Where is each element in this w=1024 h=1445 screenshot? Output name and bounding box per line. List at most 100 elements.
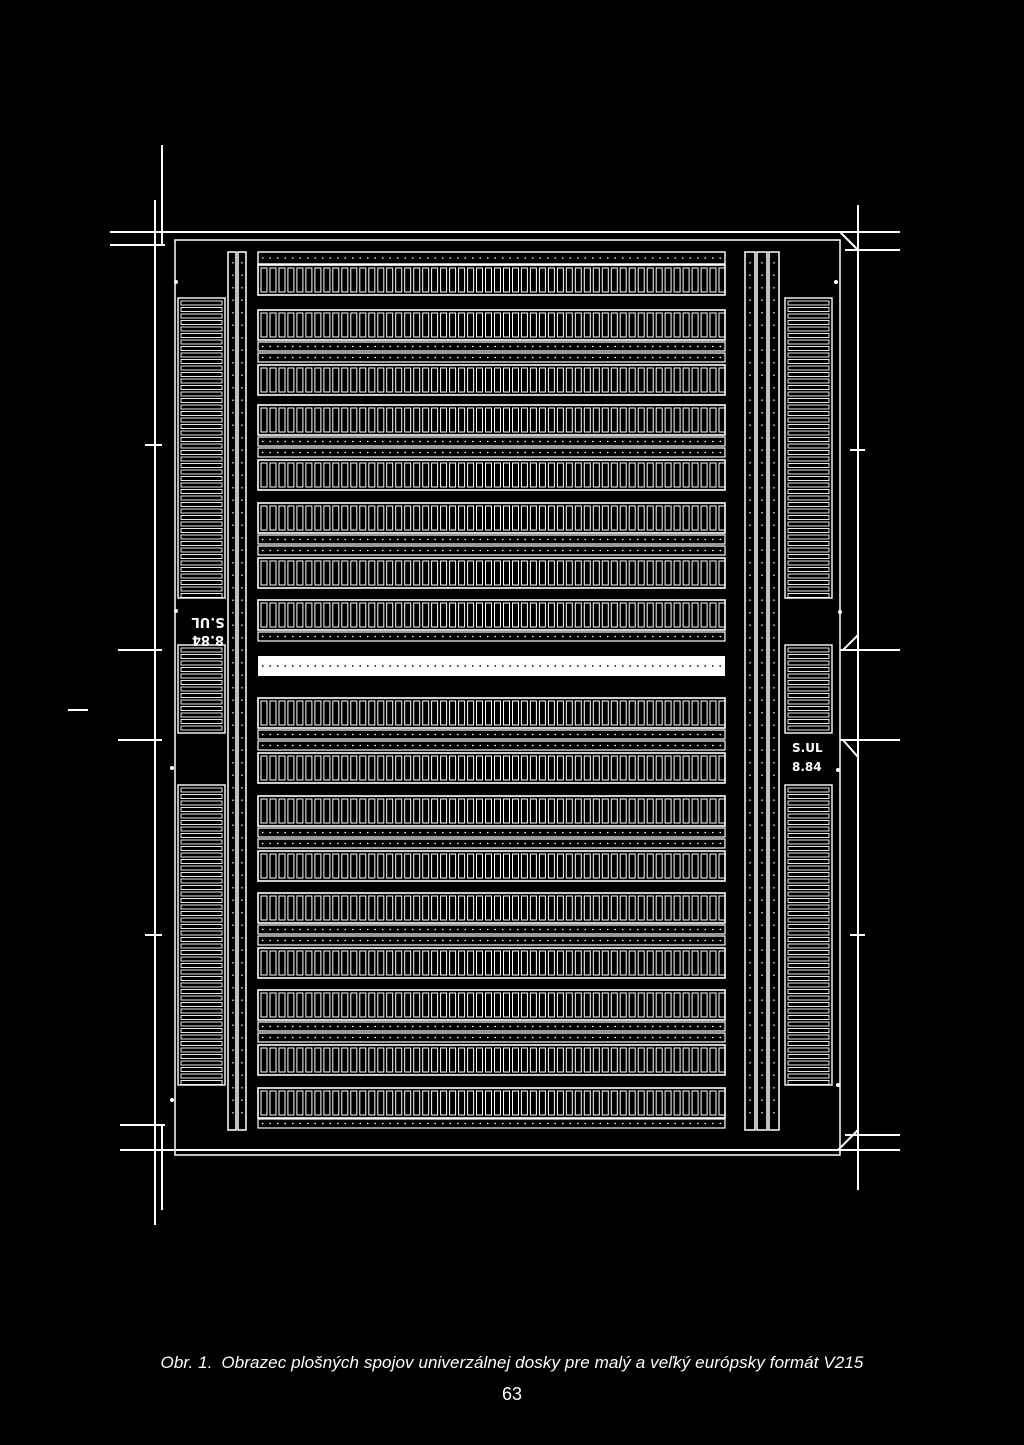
pad — [655, 267, 663, 293]
pad — [332, 505, 340, 531]
pad — [646, 505, 654, 531]
pad — [565, 700, 573, 726]
pad — [673, 755, 681, 781]
pad — [718, 267, 726, 293]
pad — [646, 798, 654, 824]
pad — [341, 755, 349, 781]
pad — [413, 1090, 421, 1116]
pad — [269, 407, 277, 433]
pad — [368, 895, 376, 921]
pad — [494, 798, 501, 824]
connector-pad — [787, 352, 830, 358]
connector-pad — [180, 660, 223, 666]
pad — [458, 267, 466, 293]
pad — [682, 992, 690, 1018]
pad — [341, 560, 349, 586]
pad — [449, 367, 457, 393]
pad — [646, 1047, 654, 1073]
pad — [592, 367, 600, 393]
pad — [512, 895, 519, 921]
pad — [512, 602, 519, 628]
pad — [305, 602, 313, 628]
pad — [422, 700, 430, 726]
pad — [547, 1090, 555, 1116]
connector-pad — [180, 794, 223, 799]
connector-pad — [787, 833, 830, 838]
marker-dot — [170, 766, 174, 770]
pad — [314, 602, 322, 628]
pad — [386, 505, 394, 531]
pad — [628, 992, 636, 1018]
connector-pad — [180, 593, 223, 598]
pad — [583, 602, 591, 628]
pad — [269, 1090, 277, 1116]
pad — [467, 1090, 475, 1116]
pad — [368, 1090, 376, 1116]
pad — [512, 798, 519, 824]
pad — [529, 895, 537, 921]
marker-dot — [836, 768, 840, 772]
pad — [637, 895, 645, 921]
pad — [278, 462, 286, 488]
pad — [628, 505, 636, 531]
pad — [529, 407, 537, 433]
pad — [574, 700, 582, 726]
pad — [440, 895, 448, 921]
pad — [431, 505, 439, 531]
pad — [709, 312, 717, 338]
pad — [565, 602, 573, 628]
figure-caption-text: Obrazec plošných spojov univerzálnej dos… — [221, 1353, 864, 1372]
pad — [305, 700, 313, 726]
pad — [386, 1090, 394, 1116]
connector-pad — [787, 1002, 830, 1007]
pad — [718, 462, 726, 488]
pad — [682, 367, 690, 393]
pad — [467, 367, 475, 393]
pad — [664, 700, 672, 726]
pad — [305, 992, 313, 1018]
pad — [359, 602, 367, 628]
connector-pad — [180, 924, 223, 929]
pad — [556, 602, 564, 628]
pad — [341, 267, 349, 293]
pad — [691, 602, 699, 628]
pad — [529, 992, 537, 1018]
pad — [538, 407, 546, 433]
pad — [673, 267, 681, 293]
pad — [404, 462, 412, 488]
pad — [583, 312, 591, 338]
pad — [485, 1047, 492, 1073]
pad — [467, 700, 475, 726]
pad — [350, 560, 358, 586]
pad — [287, 407, 295, 433]
pad — [682, 505, 690, 531]
pad — [556, 853, 564, 879]
vertical-rail — [744, 251, 756, 1131]
connector-pad — [180, 989, 223, 994]
connector-pad — [180, 1073, 223, 1079]
pad — [494, 700, 501, 726]
pad — [628, 367, 636, 393]
pad — [314, 462, 322, 488]
pad — [485, 367, 492, 393]
connector-pad — [180, 463, 223, 468]
pad — [287, 950, 295, 976]
pad — [350, 853, 358, 879]
pad — [610, 992, 618, 1018]
connector-pad — [787, 680, 830, 685]
connector-pad — [787, 580, 830, 585]
pad — [610, 602, 618, 628]
pad — [601, 755, 609, 781]
pad — [449, 895, 457, 921]
pad — [359, 700, 367, 726]
pad — [655, 560, 663, 586]
pad — [619, 560, 627, 586]
pad — [529, 505, 537, 531]
pad — [494, 755, 501, 781]
connector-pad — [180, 333, 223, 338]
pad — [547, 755, 555, 781]
pad — [565, 1047, 573, 1073]
connector-pad — [787, 930, 830, 936]
pad — [314, 992, 322, 1018]
pad — [512, 312, 519, 338]
